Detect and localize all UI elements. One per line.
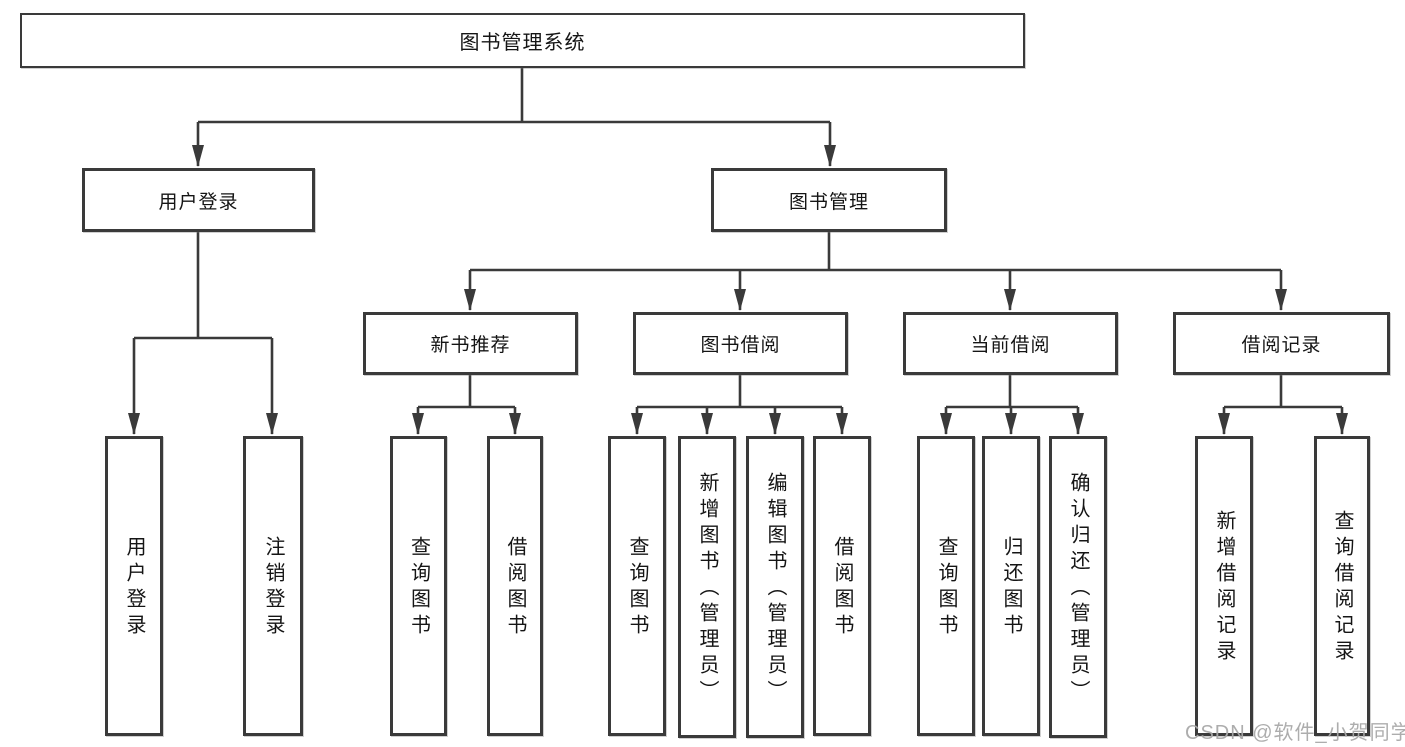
watermark: CSDN @软件_小贺同学 bbox=[1185, 722, 1405, 744]
leaf-bb-edit-books-admin: 编辑图书（管理员） bbox=[746, 436, 804, 738]
leaf-cb-confirm-return-admin: 确认归还（管理员） bbox=[1049, 436, 1107, 738]
leaf-bb-borrow-books: 借阅图书 bbox=[813, 436, 871, 736]
node-book-borrowing: 图书借阅 bbox=[633, 312, 848, 375]
node-book-management: 图书管理 bbox=[711, 168, 947, 232]
leaf-rec-query-books: 查询图书 bbox=[390, 436, 447, 736]
leaf-rec-borrow-books: 借阅图书 bbox=[487, 436, 543, 736]
leaf-user-login: 用户登录 bbox=[105, 436, 163, 736]
leaf-logout: 注销登录 bbox=[243, 436, 303, 736]
node-new-book-recommend: 新书推荐 bbox=[363, 312, 578, 375]
leaf-bb-add-books-admin: 新增图书（管理员） bbox=[678, 436, 736, 738]
leaf-br-add-record: 新增借阅记录 bbox=[1195, 436, 1253, 736]
leaf-cb-query-books: 查询图书 bbox=[917, 436, 975, 736]
leaf-bb-query-books: 查询图书 bbox=[608, 436, 666, 736]
leaf-br-query-record: 查询借阅记录 bbox=[1314, 436, 1370, 736]
node-root: 图书管理系统 bbox=[20, 13, 1025, 68]
leaf-cb-return-books: 归还图书 bbox=[982, 436, 1040, 736]
node-borrow-records: 借阅记录 bbox=[1173, 312, 1390, 375]
node-user-login: 用户登录 bbox=[82, 168, 315, 232]
node-current-borrowing: 当前借阅 bbox=[903, 312, 1118, 375]
